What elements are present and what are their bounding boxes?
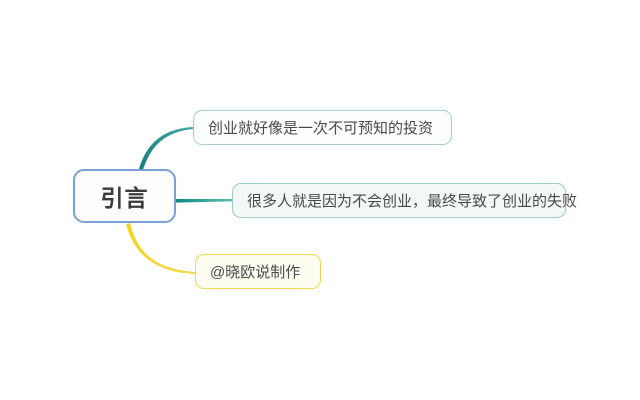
mindmap-branch-label-2: 很多人就是因为不会创业，最终导致了创业的失败 — [247, 193, 578, 210]
connector-branch-3 — [126, 223, 195, 274]
mindmap-root-label: 引言 — [100, 185, 149, 211]
mindmap-branch-node-3[interactable]: @晓欧说制作 — [195, 254, 321, 289]
connector-branch-1 — [139, 127, 193, 170]
mindmap-branch-label-3: @晓欧说制作 — [210, 264, 301, 281]
mindmap-branch-node-2[interactable]: 很多人就是因为不会创业，最终导致了创业的失败 — [232, 183, 577, 218]
mindmap-branch-label-1: 创业就好像是一次不可预知的投资 — [208, 120, 434, 137]
connector-branch-2 — [176, 199, 232, 203]
mindmap-branch-node-1[interactable]: 创业就好像是一次不可预知的投资 — [193, 110, 452, 145]
mindmap-root-node[interactable]: 引言 — [73, 169, 176, 223]
